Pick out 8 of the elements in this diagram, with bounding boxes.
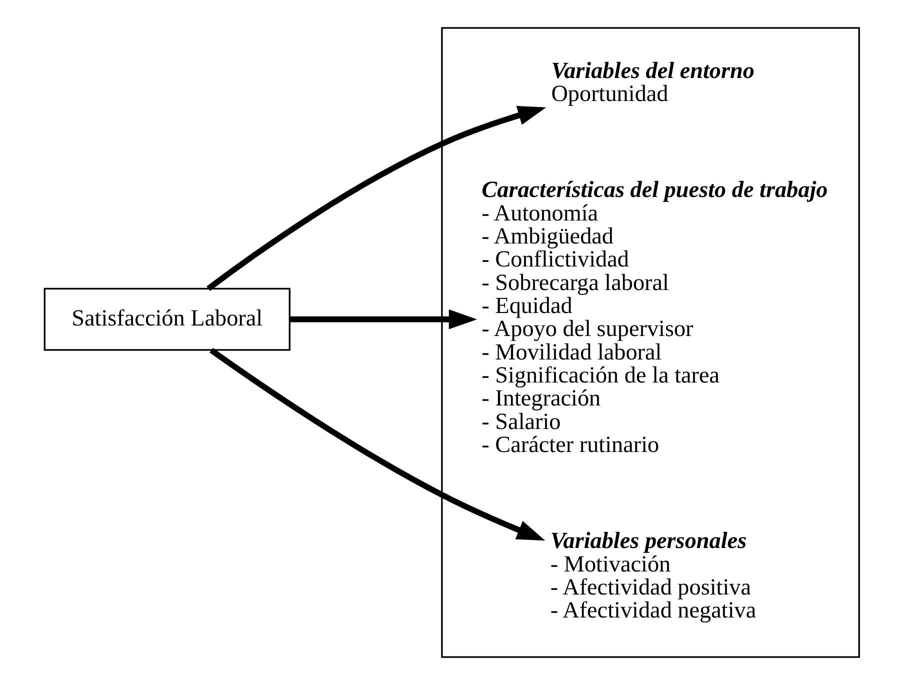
arrow: [210, 348, 546, 541]
node-text: Variables personales - Motivación - Afectividad positiva - Afectividad negativa: [550, 528, 756, 624]
arrow: [290, 309, 478, 330]
node-text: Características del puesto de trabajo - Autonomía - Ambigüedad - Conflictividad - Sobrecarga laboral - Equidad - Apoyo del supervisor - Movilidad laboral - Significación de la tarea - Integración - Salario - Carácter rutinario: [482, 177, 828, 458]
node-text: Variables del entorno Oportunidad: [551, 58, 755, 108]
arrow: [206, 106, 546, 291]
node-box: Satisfacción Laboral: [44, 288, 290, 351]
cluster: [441, 27, 860, 658]
